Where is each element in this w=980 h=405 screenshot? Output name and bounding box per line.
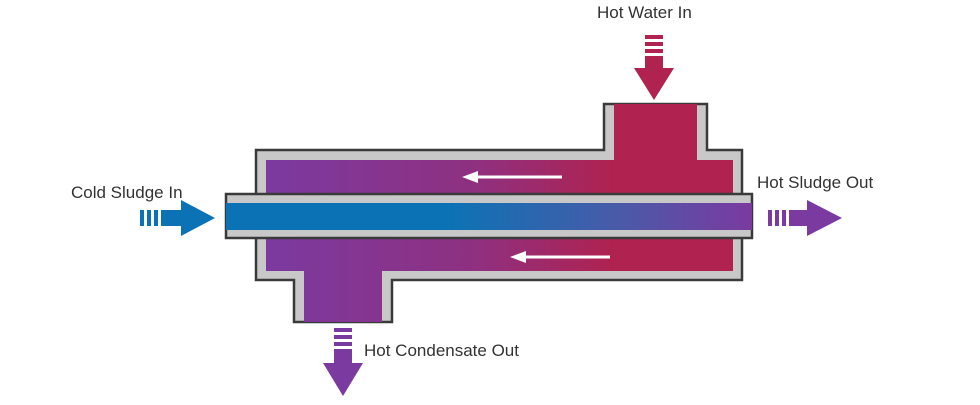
right-arrow-icon [140, 200, 215, 236]
tube-fluid [226, 203, 752, 230]
right-arrow-icon [768, 200, 842, 236]
down-arrow-icon [323, 328, 363, 396]
left-arrow-icon [510, 251, 610, 263]
down-arrow-icon [634, 35, 674, 100]
hot-sludge-out-label: Hot Sludge Out [757, 173, 874, 192]
hot-water-in-label: Hot Water In [597, 3, 692, 22]
hot-condensate-out-label: Hot Condensate Out [364, 341, 519, 360]
left-arrow-icon [462, 171, 562, 183]
cold-sludge-in-label: Cold Sludge In [71, 183, 183, 202]
